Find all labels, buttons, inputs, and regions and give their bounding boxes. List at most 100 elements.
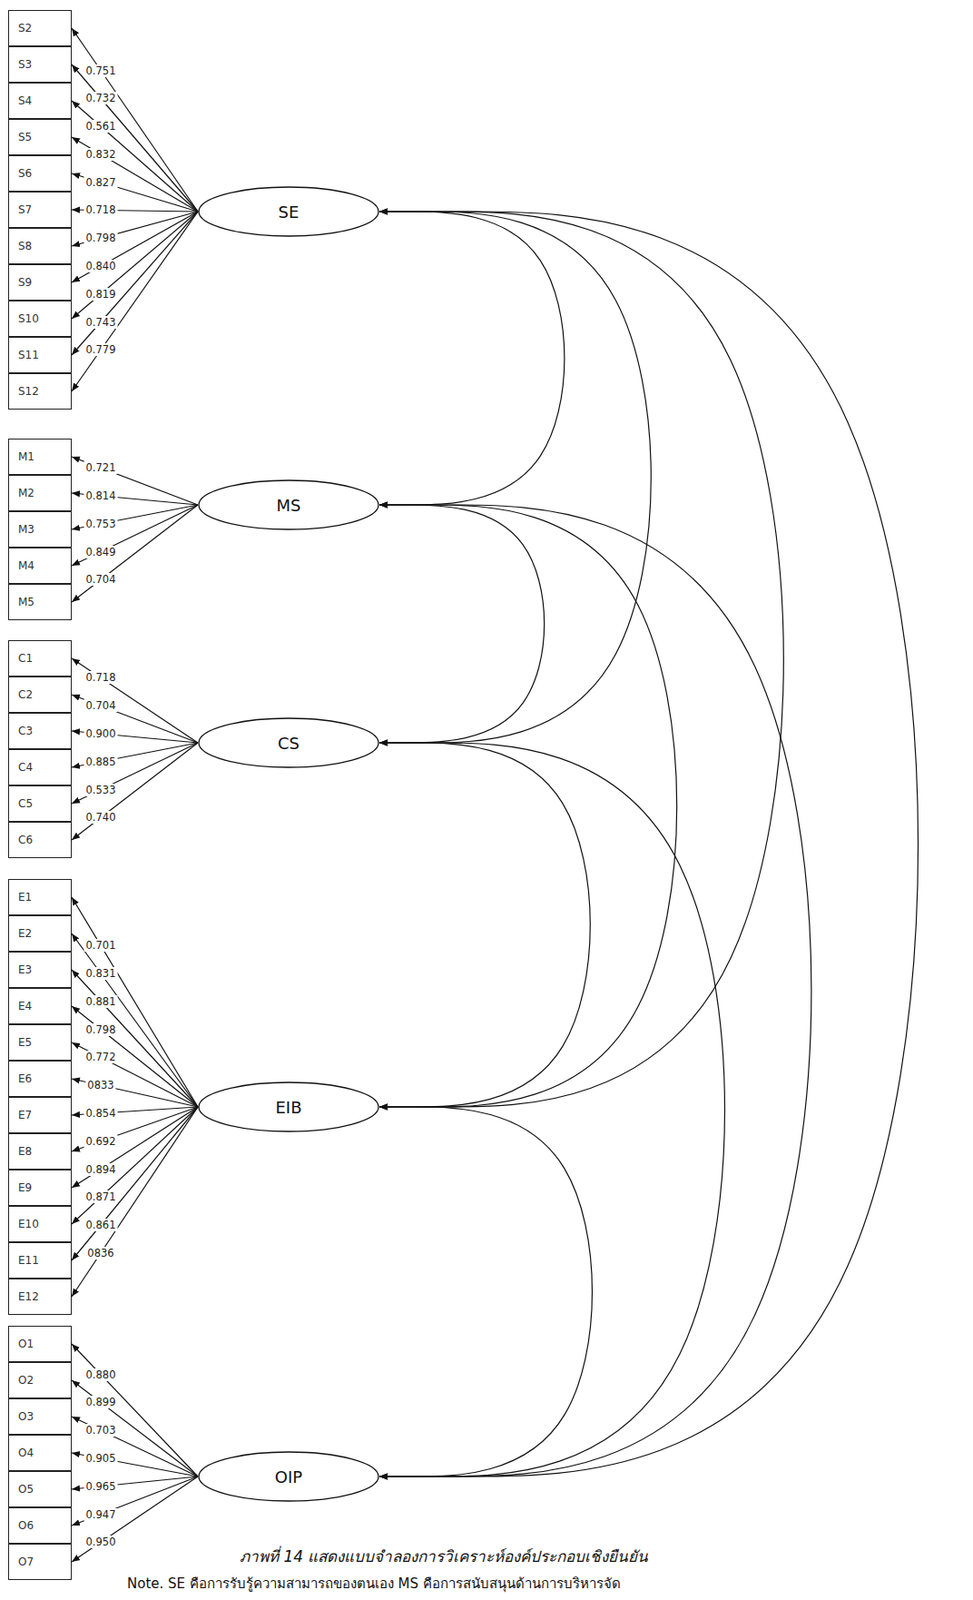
indicator-box: C1	[8, 639, 72, 677]
indicator-name: E1	[18, 890, 32, 904]
indicator-name: C3	[18, 724, 33, 738]
loading-arrow	[71, 1106, 198, 1224]
correlation-arrow	[379, 1106, 592, 1476]
indicator-box: E1	[8, 878, 72, 915]
indicator-box: M1	[8, 438, 72, 475]
loading-arrow	[71, 211, 198, 355]
indicator-name: S11	[18, 348, 40, 362]
factor-loading: 0.827	[84, 176, 118, 189]
loading-arrow	[71, 1106, 198, 1297]
loading-arrow	[71, 504, 198, 602]
indicator-name: E12	[18, 1289, 40, 1303]
loading-arrow	[71, 28, 198, 212]
factor-loading: 0.718	[84, 203, 118, 217]
factor-loading: 0.751	[84, 64, 118, 78]
factor-loading: 0.950	[84, 1534, 118, 1548]
factor-loading: 0.561	[84, 119, 118, 133]
correlation-arrow	[379, 211, 919, 1476]
indicator-box: O1	[8, 1325, 72, 1362]
factor-loading: 0.743	[84, 315, 118, 329]
latent-variable: OIP	[197, 1450, 380, 1502]
indicator-name: E9	[18, 1180, 32, 1194]
loading-arrow	[71, 211, 198, 319]
indicator-name: S3	[18, 58, 32, 71]
factor-loading: 0836	[85, 1246, 116, 1259]
indicator-name: M4	[18, 559, 35, 572]
loading-arrow	[71, 1475, 198, 1562]
indicator-box: E8	[8, 1132, 72, 1170]
factor-loading: 0.840	[84, 259, 118, 273]
indicator-name: E10	[18, 1217, 40, 1230]
factor-loading: 0.533	[84, 783, 118, 797]
indicator-name: S12	[18, 384, 40, 398]
factor-loading: 0.740	[84, 810, 118, 824]
indicator-box: M4	[8, 547, 72, 584]
correlation-arrow	[379, 504, 678, 1107]
correlation-arrow	[379, 742, 725, 1476]
factor-loading: 0.965	[84, 1479, 118, 1493]
indicator-name: O5	[18, 1482, 34, 1495]
factor-loading: 0.854	[84, 1106, 118, 1120]
factor-loading: 0.885	[84, 755, 118, 768]
indicator-box: E11	[8, 1241, 72, 1278]
indicator-box: S7	[8, 191, 72, 228]
indicator-name: S6	[18, 167, 32, 180]
loading-arrow	[71, 1343, 198, 1476]
loading-arrow	[71, 1475, 198, 1525]
indicator-name: O6	[18, 1518, 34, 1532]
indicator-name: C2	[18, 687, 33, 701]
loading-arrow	[71, 1415, 198, 1476]
factor-loading: 0.881	[84, 994, 118, 1008]
factor-loading: 0.849	[84, 545, 118, 559]
factor-loading: 0.798	[84, 1022, 118, 1036]
indicator-box: O4	[8, 1434, 72, 1471]
loading-arrow	[71, 742, 198, 840]
factor-loading: 0.772	[84, 1050, 118, 1063]
indicator-box: E3	[8, 951, 72, 988]
indicator-box: S12	[8, 373, 72, 410]
indicator-name: S7	[18, 203, 32, 217]
indicator-name: S10	[18, 312, 40, 325]
indicator-box: C2	[8, 676, 72, 713]
factor-loading: 0.900	[84, 727, 118, 740]
indicator-box: O6	[8, 1506, 72, 1544]
indicator-name: E4	[18, 999, 32, 1013]
correlation-arrow	[379, 211, 784, 1107]
indicator-box: C5	[8, 785, 72, 822]
indicator-box: S4	[8, 82, 72, 119]
indicator-name: E3	[18, 963, 32, 976]
factor-loading: 0.894	[84, 1162, 118, 1176]
indicator-box: O5	[8, 1470, 72, 1507]
latent-variable: SE	[197, 186, 380, 237]
indicator-box: E9	[8, 1169, 72, 1206]
indicator-box: S9	[8, 264, 72, 301]
loading-arrow	[71, 456, 198, 505]
correlation-arrow	[379, 211, 651, 743]
correlation-arrow	[379, 504, 812, 1476]
loading-arrow	[71, 137, 198, 212]
indicator-box: M2	[8, 474, 72, 512]
latent-name: OIP	[275, 1466, 303, 1486]
indicator-name: M5	[18, 595, 35, 609]
indicator-name: M1	[18, 450, 35, 463]
indicator-name: C4	[18, 760, 33, 774]
indicator-name: M3	[18, 522, 35, 536]
loading-arrow	[71, 64, 198, 212]
factor-loading: 0.861	[84, 1218, 118, 1231]
latent-name: CS	[277, 733, 300, 753]
factor-loading: 0.871	[84, 1189, 118, 1203]
indicator-box: E5	[8, 1023, 72, 1061]
factor-loading: 0.831	[84, 966, 118, 980]
indicator-name: O1	[18, 1336, 34, 1350]
indicator-box: S2	[8, 9, 72, 47]
factor-loading: 0.819	[84, 287, 118, 301]
indicator-name: M2	[18, 486, 35, 500]
factor-loading: 0.779	[84, 343, 118, 356]
indicator-box: E2	[8, 914, 72, 952]
indicator-box: O2	[8, 1361, 72, 1398]
loading-arrow	[71, 896, 198, 1107]
indicator-name: O4	[18, 1445, 34, 1459]
factor-loading: 0.753	[84, 517, 118, 531]
